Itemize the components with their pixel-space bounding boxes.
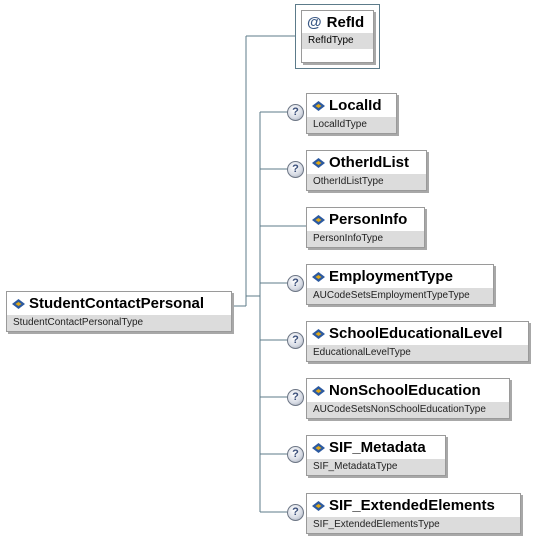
optional-icon: ?: [287, 504, 304, 521]
element-name: OtherIdList: [329, 154, 410, 171]
root-element-type: StudentContactPersonalType: [7, 315, 231, 331]
element-type: AUCodeSetsNonSchoolEducationType: [307, 402, 509, 418]
attribute-name: RefId: [326, 13, 365, 31]
element-name: NonSchoolEducation: [329, 382, 481, 399]
element-node-sif-extendedelements[interactable]: SIF_ExtendedElements SIF_ExtendedElement…: [306, 493, 521, 534]
element-type: PersonInfoType: [307, 231, 424, 247]
element-name: SIF_Metadata: [329, 439, 426, 456]
optional-icon: ?: [287, 389, 304, 406]
element-icon: [312, 385, 325, 396]
element-icon: [312, 500, 325, 511]
attribute-icon: @: [307, 13, 322, 31]
attribute-refid-node[interactable]: @ RefId RefIdType: [301, 10, 374, 63]
element-icon: [12, 298, 25, 309]
optional-icon: ?: [287, 275, 304, 292]
element-node-schooleducationallevel[interactable]: SchoolEducationalLevel EducationalLevelT…: [306, 321, 529, 362]
element-type: EducationalLevelType: [307, 345, 528, 361]
optional-icon: ?: [287, 332, 304, 349]
element-name: SIF_ExtendedElements: [329, 497, 495, 514]
element-icon: [312, 442, 325, 453]
attribute-type: RefIdType: [302, 33, 373, 49]
element-node-localid[interactable]: LocalId LocalIdType: [306, 93, 397, 134]
element-icon: [312, 157, 325, 168]
element-name: LocalId: [329, 97, 382, 114]
root-element-name: StudentContactPersonal: [29, 295, 205, 312]
element-type: AUCodeSetsEmploymentTypeType: [307, 288, 493, 304]
element-name: PersonInfo: [329, 211, 408, 228]
element-icon: [312, 214, 325, 225]
element-name: EmploymentType: [329, 268, 453, 285]
attribute-group-box: @ RefId RefIdType: [295, 4, 380, 69]
element-icon: [312, 271, 325, 282]
optional-icon: ?: [287, 104, 304, 121]
element-name: SchoolEducationalLevel: [329, 325, 503, 342]
element-type: LocalIdType: [307, 117, 396, 133]
element-type: SIF_ExtendedElementsType: [307, 517, 520, 533]
element-node-nonschooleducation[interactable]: NonSchoolEducation AUCodeSetsNonSchoolEd…: [306, 378, 510, 419]
element-node-personinfo[interactable]: PersonInfo PersonInfoType: [306, 207, 425, 248]
element-type: SIF_MetadataType: [307, 459, 445, 475]
element-node-employmenttype[interactable]: EmploymentType AUCodeSetsEmploymentTypeT…: [306, 264, 494, 305]
optional-icon: ?: [287, 446, 304, 463]
element-node-sif-metadata[interactable]: SIF_Metadata SIF_MetadataType: [306, 435, 446, 476]
element-icon: [312, 100, 325, 111]
element-node-otheridlist[interactable]: OtherIdList OtherIdListType: [306, 150, 427, 191]
element-icon: [312, 328, 325, 339]
optional-icon: ?: [287, 161, 304, 178]
root-element-node[interactable]: StudentContactPersonal StudentContactPer…: [6, 291, 232, 332]
element-type: OtherIdListType: [307, 174, 426, 190]
